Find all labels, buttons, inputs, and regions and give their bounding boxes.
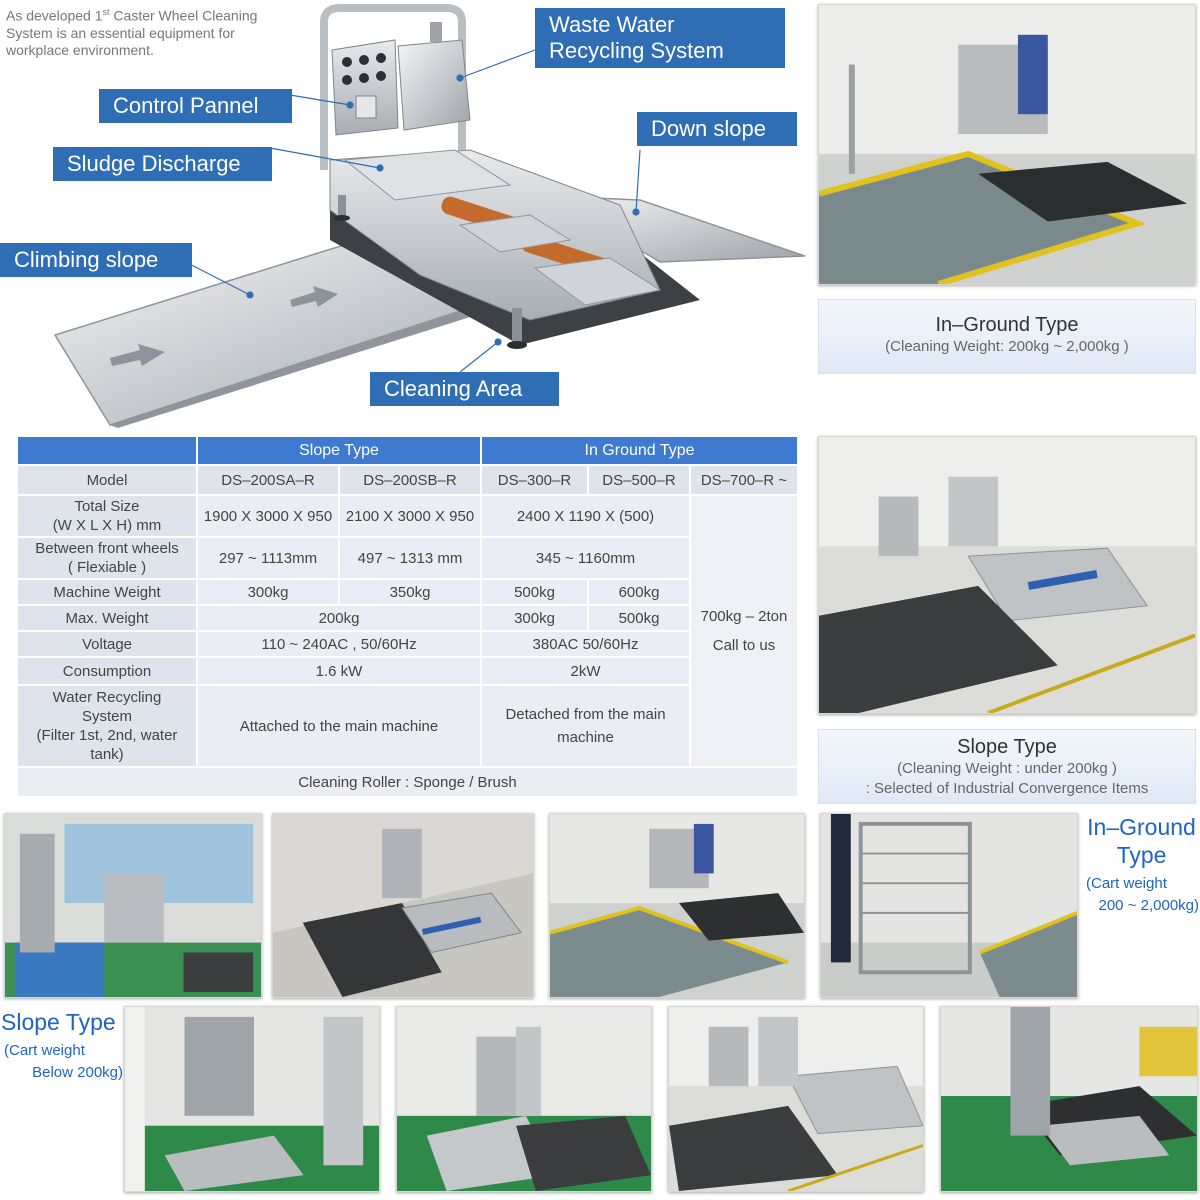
table-row-voltage: Voltage 110 ~ 240AC , 50/60Hz 380AC 50/6… — [18, 632, 797, 656]
photo-row2-4 — [940, 1006, 1198, 1192]
intro-post: Caster Wheel Cleaning System is an essen… — [6, 7, 258, 58]
callout-waste-water: Waste Water Recycling System — [535, 8, 785, 68]
callout-climbing-slope: Climbing slope — [0, 243, 192, 277]
water-label: Water Recycling System (Filter 1st, 2nd,… — [18, 686, 196, 766]
intro-sup: st — [102, 7, 110, 17]
callout-control-pannel: Control Pannel — [99, 89, 292, 123]
table-row-size: Total Size (W X L X H) mm 1900 X 3000 X … — [18, 496, 797, 766]
water-in-ground: Detached from the main machine — [482, 686, 689, 766]
water-label-line4: tank) — [90, 746, 124, 763]
max-weight-slope: 200kg — [198, 606, 480, 630]
max-weight-300: 300kg — [482, 606, 587, 630]
side-label-in-ground-line1: In–Ground — [1087, 814, 1196, 840]
water-label-line1: Water Recycling — [52, 689, 162, 706]
voltage-label: Voltage — [18, 632, 196, 656]
water-in-ground-line2: machine — [557, 729, 614, 746]
machine-weight-500: 600kg — [589, 580, 689, 604]
wheels-label-line2: ( Flexiable ) — [67, 559, 147, 576]
caption-slope: Slope Type (Cleaning Weight : under 200k… — [818, 729, 1196, 804]
wheels-in-ground: 345 ~ 1160mm — [482, 538, 689, 578]
voltage-in-ground: 380AC 50/60Hz — [482, 632, 689, 656]
side-label-in-ground: In–Ground Type (Cart weight 200 ~ 2,000k… — [1084, 813, 1199, 917]
side-label-in-ground-line2: Type — [1116, 842, 1167, 868]
model-ds-200sa: DS–200SA–R — [198, 466, 338, 494]
wheels-label: Between front wheels ( Flexiable ) — [18, 538, 196, 578]
size-label: Total Size (W X L X H) mm — [18, 496, 196, 536]
photo-row1-3 — [549, 813, 805, 998]
wheels-label-line1: Between front wheels — [35, 540, 179, 557]
photo-in-ground-install — [818, 4, 1196, 285]
photo-slope-install — [818, 436, 1196, 714]
side-label-in-ground-line3: (Cart weight — [1086, 875, 1167, 892]
photo-row2-2 — [396, 1006, 652, 1192]
photo-row1-4 — [820, 813, 1078, 998]
caption-slope-sub2: : Selected of Industrial Convergence Ite… — [865, 780, 1149, 797]
caption-in-ground-sub: (Cleaning Weight: 200kg ~ 2,000kg ) — [885, 338, 1129, 355]
header-in-ground-type: In Ground Type — [482, 437, 797, 464]
consumption-in-ground: 2kW — [482, 658, 689, 684]
ds-700-weight: 700kg – 2ton — [700, 608, 788, 625]
side-label-slope-line2: (Cart weight — [4, 1042, 85, 1059]
ds-700-call: Call to us — [712, 637, 776, 654]
side-label-in-ground-line4: 200 ~ 2,000kg) — [1098, 897, 1200, 914]
intro-text: As developed 1st Caster Wheel Cleaning S… — [6, 4, 296, 59]
table-row-model: Model DS–200SA–R DS–200SB–R DS–300–R DS–… — [18, 466, 797, 494]
spec-table: Slope Type In Ground Type Model DS–200SA… — [16, 435, 799, 798]
model-label: Model — [18, 466, 196, 494]
size-in-ground: 2400 X 1190 X (500) — [482, 496, 689, 536]
callout-cleaning-area: Cleaning Area — [370, 372, 559, 406]
table-row-roller: Cleaning Roller : Sponge / Brush — [18, 768, 797, 796]
photo-row2-3 — [668, 1006, 924, 1192]
caption-slope-title: Slope Type — [957, 736, 1057, 758]
caption-in-ground-title: In–Ground Type — [935, 314, 1079, 336]
model-ds-700: DS–700–R ~ — [691, 466, 797, 494]
photo-row2-1 — [124, 1006, 380, 1192]
machine-weight-sa: 300kg — [198, 580, 338, 604]
table-row-water: Water Recycling System (Filter 1st, 2nd,… — [18, 686, 797, 766]
photo-row1-2 — [272, 813, 534, 998]
water-label-line3: (Filter 1st, 2nd, water — [36, 727, 178, 744]
water-label-line2: System — [81, 708, 132, 725]
machine-weight-300: 500kg — [482, 580, 587, 604]
voltage-slope: 110 ~ 240AC , 50/60Hz — [198, 632, 480, 656]
machine-weight-sb: 350kg — [340, 580, 480, 604]
header-blank — [18, 437, 196, 464]
max-weight-500: 500kg — [589, 606, 689, 630]
side-label-slope-line3: Below 200kg) — [32, 1064, 123, 1081]
side-label-slope: Slope Type (Cart weight Below 200kg) — [1, 1008, 123, 1084]
photo-row1-1 — [4, 813, 262, 998]
callout-down-slope: Down slope — [637, 112, 797, 146]
water-slope: Attached to the main machine — [198, 686, 480, 766]
ds-700-details: 700kg – 2ton Call to us — [691, 496, 797, 766]
size-label-line1: Total Size — [74, 498, 140, 515]
machine-weight-label: Machine Weight — [18, 580, 196, 604]
callout-sludge-discharge: Sludge Discharge — [53, 147, 272, 181]
consumption-label: Consumption — [18, 658, 196, 684]
machine-diagram: Waste Water Recycling System Control Pan… — [0, 0, 810, 430]
size-sa: 1900 X 3000 X 950 — [198, 496, 338, 536]
water-in-ground-line1: Detached from the main — [505, 706, 666, 723]
table-row-max-weight: Max. Weight 200kg 300kg 500kg — [18, 606, 797, 630]
max-weight-label: Max. Weight — [18, 606, 196, 630]
consumption-slope: 1.6 kW — [198, 658, 480, 684]
size-label-line2: (W X L X H) mm — [52, 517, 162, 534]
machine-illustration — [53, 3, 806, 428]
wheels-sa: 297 ~ 1113mm — [198, 538, 338, 578]
side-label-slope-line1: Slope Type — [1, 1009, 116, 1035]
roller-info: Cleaning Roller : Sponge / Brush — [18, 768, 797, 796]
wheels-sb: 497 ~ 1313 mm — [340, 538, 480, 578]
size-sb: 2100 X 3000 X 950 — [340, 496, 480, 536]
caption-slope-sub1: (Cleaning Weight : under 200kg ) — [897, 760, 1117, 777]
header-slope-type: Slope Type — [198, 437, 480, 464]
model-ds-300: DS–300–R — [482, 466, 587, 494]
table-row-consumption: Consumption 1.6 kW 2kW — [18, 658, 797, 684]
table-row-wheels: Between front wheels ( Flexiable ) 297 ~… — [18, 538, 797, 578]
table-row-machine-weight: Machine Weight 300kg 350kg 500kg 600kg — [18, 580, 797, 604]
intro-pre: As developed 1 — [6, 7, 103, 24]
model-ds-200sb: DS–200SB–R — [340, 466, 480, 494]
caption-in-ground: In–Ground Type (Cleaning Weight: 200kg ~… — [818, 299, 1196, 374]
table-group-header: Slope Type In Ground Type — [18, 437, 797, 464]
model-ds-500: DS–500–R — [589, 466, 689, 494]
